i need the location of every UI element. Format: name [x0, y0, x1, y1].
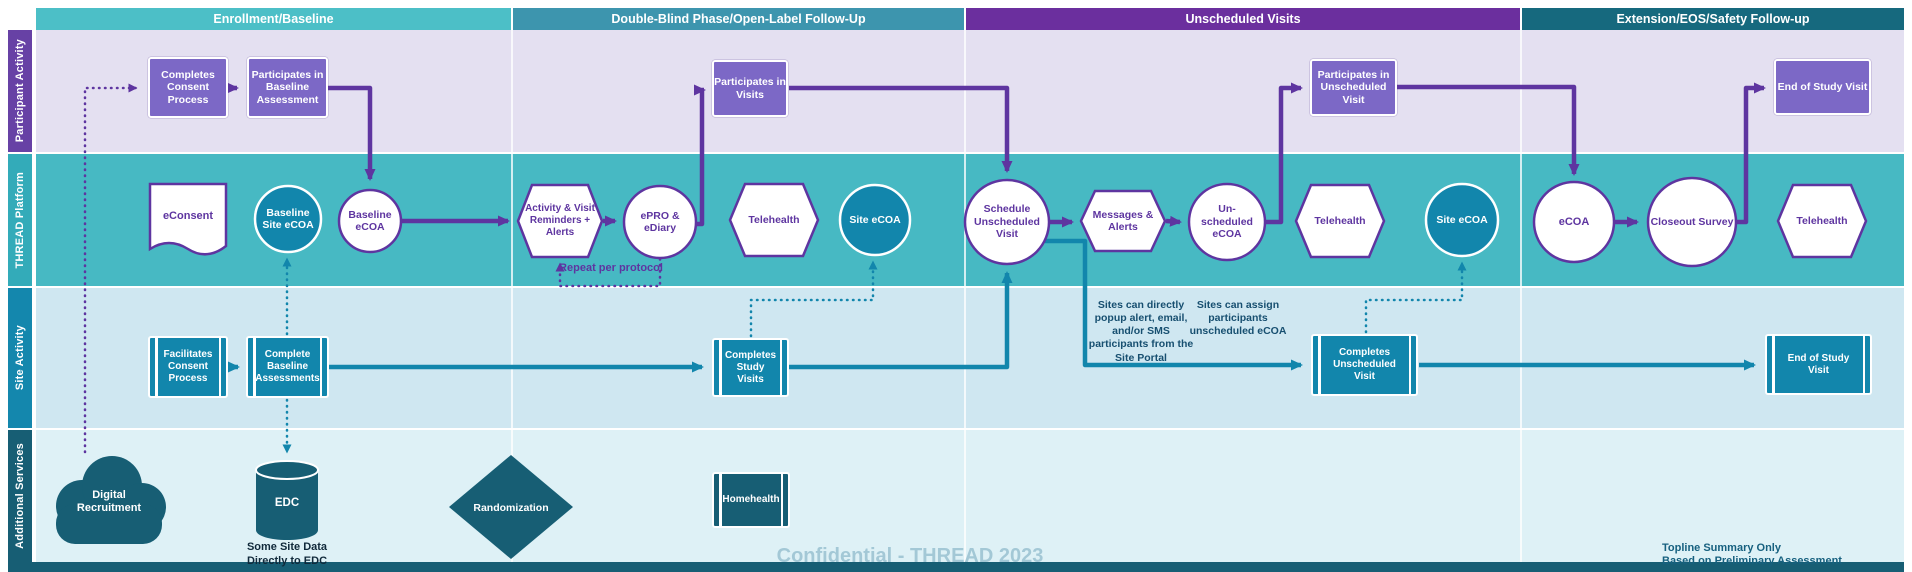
annotation-repeat-protocol: Repeat per protocol [559, 262, 663, 274]
purple-connectors [227, 82, 1766, 228]
annotation-topline-line2: Based on Preliminary Assessment [1662, 555, 1842, 568]
lane-additional-services-bg [36, 430, 1904, 562]
epro-ediary-circle [622, 184, 698, 260]
flow-unscheduled-visit-to-site-ecoa [1364, 261, 1467, 334]
lane-participant-activity-bg [36, 30, 1904, 152]
flow-schedule-to-unscheduled-visit [1045, 238, 1303, 371]
phase-header-enrollment: Enrollment/Baseline [36, 8, 511, 30]
node-participates-unscheduled: Participates in Unscheduled Visit [1310, 59, 1397, 116]
flow-study-visits-to-schedule [789, 271, 1013, 370]
thread-shapes [148, 176, 1868, 268]
telehealth-2-hexagon [1294, 183, 1386, 259]
sidebar-additional-services: Additional Services [8, 430, 32, 562]
schedule-unscheduled-circle [963, 178, 1051, 266]
phase-header-extension: Extension/EOS/Safety Follow-up [1522, 8, 1904, 30]
node-completes-study-visits: Completes Study Visits [712, 338, 789, 397]
telehealth-1-hexagon [728, 182, 820, 258]
telehealth-3-hexagon [1776, 183, 1868, 259]
node-end-of-study-site: End of Study Visit [1765, 334, 1872, 395]
teal-connectors [228, 238, 1756, 373]
node-facilitates-consent: Facilitates Consent Process [148, 336, 228, 398]
bottom-bar [8, 562, 1904, 572]
sidebar-thread-platform: THREAD Platform [8, 154, 32, 286]
flow-unscheduled-ecoa-to-participates [1263, 82, 1303, 225]
unscheduled-ecoa-circle [1187, 182, 1267, 262]
node-end-of-study-participant: End of Study Visit [1774, 59, 1871, 115]
site-ecoa-1-circle [838, 183, 912, 257]
dotted-teal-connectors [282, 257, 1467, 454]
econsent-document-shape [148, 182, 228, 256]
dotted-purple-connectors [83, 83, 662, 454]
phase-header-unscheduled: Unscheduled Visits [966, 8, 1520, 30]
watermark-confidential: Confidential - THREAD 2023 [776, 545, 1044, 567]
flow-recruitment-to-consent [83, 83, 138, 454]
annotation-sites-assign: Sites can assign participants unschedule… [1189, 299, 1287, 338]
lane-site-activity-bg [36, 288, 1904, 428]
flow-study-visits-to-site-ecoa [749, 260, 878, 338]
additional-services-shapes [56, 455, 573, 559]
annotation-edc-note: Some Site Data Directly to EDC [246, 541, 328, 567]
annotation-sites-popup: Sites can directly popup alert, email, a… [1088, 299, 1194, 364]
randomization-diamond [449, 455, 573, 559]
digital-recruitment-cloud [56, 456, 166, 544]
baseline-ecoa-circle [337, 188, 403, 254]
flow-visits-to-schedule [789, 85, 1013, 173]
flow-closeout-to-eos [1736, 82, 1766, 225]
activity-reminders-hexagon [516, 183, 604, 259]
flow-epro-to-visits [693, 84, 706, 227]
annotation-topline-line1: Topline Summary Only [1662, 542, 1781, 554]
node-homehealth: Homehealth [712, 472, 790, 528]
phase-header-double-blind: Double-Blind Phase/Open-Label Follow-Up [513, 8, 964, 30]
edc-cylinder [255, 460, 319, 540]
ecoa-circle [1532, 180, 1616, 264]
closeout-survey-circle [1646, 176, 1738, 268]
annotation-topline: Topline Summary Only Based on Preliminar… [1662, 542, 1902, 568]
node-completes-consent: Completes Consent Process [148, 57, 228, 118]
flow-baseline-to-ecoa [328, 85, 376, 181]
sidebar-participant-activity: Participant Activity [8, 30, 32, 152]
node-participates-visits: Participates in Visits [712, 60, 788, 117]
sidebar-site-activity: Site Activity [8, 288, 32, 428]
messages-alerts-hexagon [1079, 189, 1167, 253]
flow-participates-to-ecoa [1397, 84, 1580, 176]
flow-repeat-per-protocol [555, 257, 662, 288]
baseline-site-ecoa-circle [253, 184, 323, 254]
node-participates-baseline: Participates in Baseline Assessment [247, 57, 328, 118]
node-completes-unscheduled-visit: Completes Unscheduled Visit [1311, 334, 1418, 396]
flow-messages-to-unscheduled-ecoa [1165, 215, 1182, 227]
node-complete-baseline-assessments: Complete Baseline Assessments [246, 336, 329, 398]
site-ecoa-2-circle [1424, 182, 1500, 258]
